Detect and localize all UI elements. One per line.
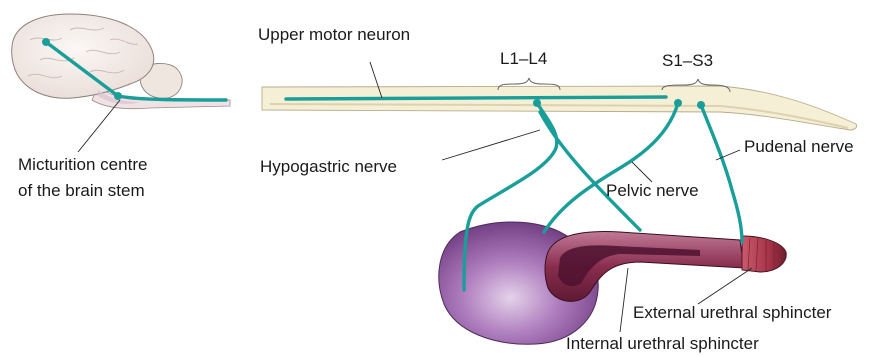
pelvic-nerve-path <box>544 103 678 232</box>
hypogastric-nerve-leader <box>442 130 540 160</box>
hypogastric-nerve-label: Hypogastric nerve <box>260 157 397 176</box>
brain-origin-dot <box>42 38 50 46</box>
pudendal-nerve-label: Pudenal nerve <box>744 137 854 156</box>
pelvic-nerve-label: Pelvic nerve <box>606 181 699 200</box>
s1-s3-dot-pudendal <box>697 101 705 109</box>
lumbar-segment-label: L1–L4 <box>500 49 547 68</box>
external-sphincter-label: External urethral sphincter <box>633 303 832 322</box>
sacral-segment-label: S1–S3 <box>662 51 713 70</box>
internal-sphincter-leader <box>620 268 628 332</box>
micturition-centre-label: Micturition centre <box>18 155 147 174</box>
upper-motor-neuron-label: Upper motor neuron <box>258 25 410 44</box>
micturition-centre-leader <box>78 100 120 152</box>
bladder-and-urethra <box>439 222 786 344</box>
l1-l4-dot <box>533 99 541 107</box>
pelvic-nerve-leader <box>632 162 652 182</box>
pudendal-nerve-path <box>701 105 742 242</box>
cerebrum <box>12 14 154 98</box>
internal-sphincter-label: Internal urethral sphincter <box>566 334 759 353</box>
s1-s3-dot-pelvic <box>674 99 682 107</box>
micturition-centre-label-line2: of the brain stem <box>18 181 145 200</box>
external-sphincter-leader <box>698 268 752 304</box>
spinal-cord <box>262 86 857 130</box>
upper-motor-neuron-path-cord <box>286 97 666 99</box>
micturition-centre-dot <box>114 92 122 100</box>
external-sphincter <box>742 236 786 272</box>
